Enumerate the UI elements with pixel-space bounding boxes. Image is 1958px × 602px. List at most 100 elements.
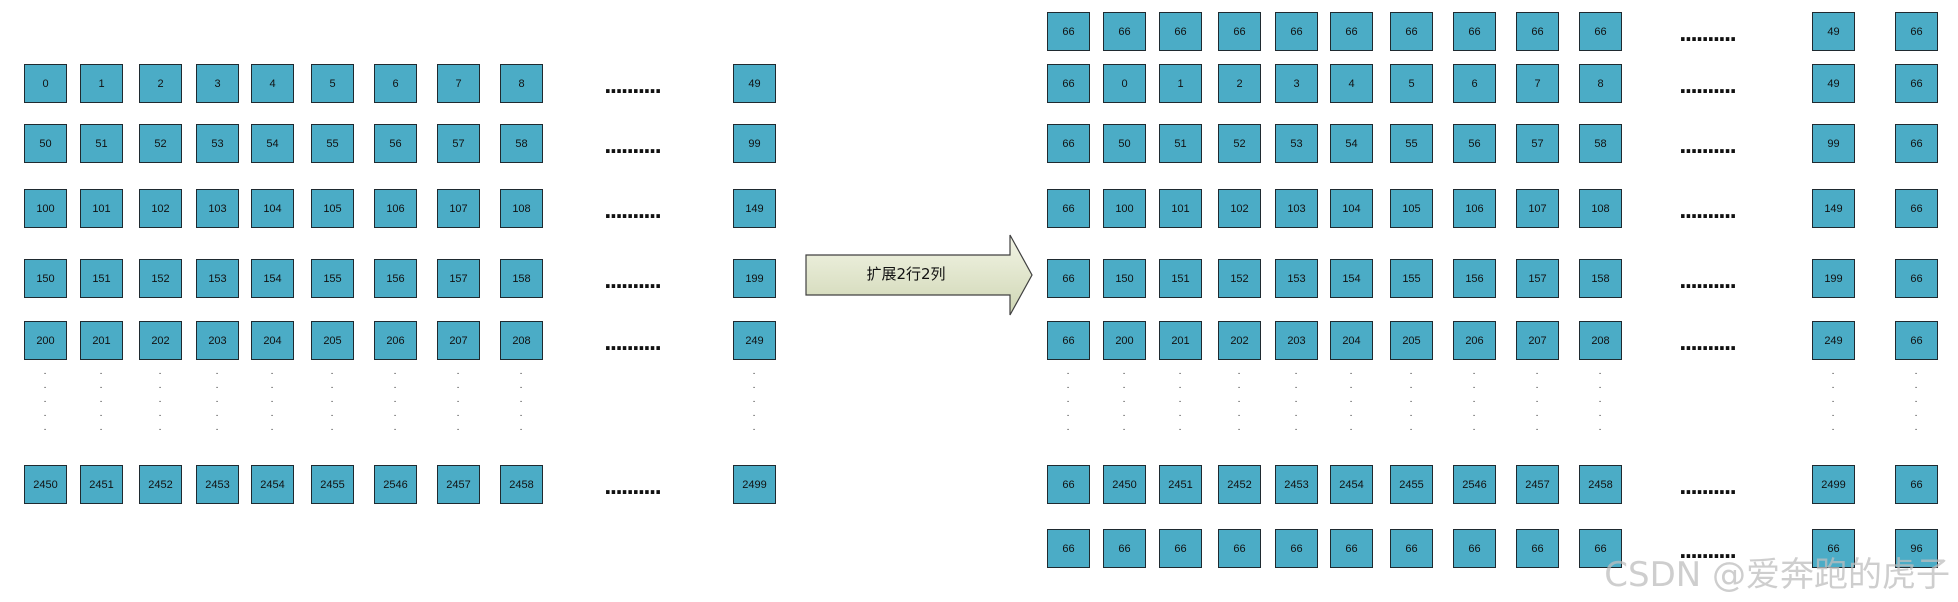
- vertical-ellipsis: .: [456, 395, 460, 405]
- vertical-ellipsis: .: [456, 381, 460, 391]
- vertical-ellipsis: .: [752, 381, 756, 391]
- vertical-ellipsis: .: [158, 409, 162, 419]
- grid-cell: 106: [1453, 189, 1496, 228]
- grid-cell: 2499: [733, 465, 776, 504]
- grid-cell: 50: [24, 124, 67, 163]
- grid-cell: 207: [437, 321, 480, 360]
- vertical-ellipsis: .: [393, 381, 397, 391]
- vertical-ellipsis: .: [1472, 381, 1476, 391]
- grid-cell: 4: [1330, 64, 1373, 103]
- vertical-ellipsis: .: [1178, 381, 1182, 391]
- vertical-ellipsis: .: [1472, 409, 1476, 419]
- vertical-ellipsis: .: [1598, 409, 1602, 419]
- grid-cell: 3: [196, 64, 239, 103]
- vertical-ellipsis: .: [215, 423, 219, 433]
- vertical-ellipsis: .: [1122, 367, 1126, 377]
- grid-cell: 100: [1103, 189, 1146, 228]
- vertical-ellipsis: .: [1535, 367, 1539, 377]
- grid-cell: 201: [80, 321, 123, 360]
- vertical-ellipsis: .: [1914, 423, 1918, 433]
- grid-cell: 204: [1330, 321, 1373, 360]
- grid-cell: 2458: [500, 465, 543, 504]
- vertical-ellipsis: .: [1472, 395, 1476, 405]
- grid-cell: 205: [311, 321, 354, 360]
- grid-cell: 2452: [139, 465, 182, 504]
- vertical-ellipsis: .: [43, 423, 47, 433]
- grid-cell: 66: [1895, 465, 1938, 504]
- grid-cell: 199: [1812, 259, 1855, 298]
- grid-cell: 3: [1275, 64, 1318, 103]
- vertical-ellipsis: .: [1409, 367, 1413, 377]
- vertical-ellipsis: .: [1294, 367, 1298, 377]
- grid-cell: 100: [24, 189, 67, 228]
- grid-cell: 151: [1159, 259, 1202, 298]
- grid-cell: 49: [1812, 64, 1855, 103]
- vertical-ellipsis: .: [43, 381, 47, 391]
- grid-cell: 103: [1275, 189, 1318, 228]
- grid-cell: 96: [1895, 529, 1938, 568]
- grid-cell: 66: [1895, 321, 1938, 360]
- vertical-ellipsis: .: [1237, 395, 1241, 405]
- vertical-ellipsis: .: [519, 409, 523, 419]
- vertical-ellipsis: .: [330, 409, 334, 419]
- vertical-ellipsis: .: [1535, 395, 1539, 405]
- grid-cell: 66: [1330, 12, 1373, 51]
- grid-cell: 2451: [1159, 465, 1202, 504]
- vertical-ellipsis: .: [1598, 395, 1602, 405]
- grid-cell: 53: [196, 124, 239, 163]
- horizontal-ellipsis: ..........: [1679, 138, 1737, 154]
- grid-cell: 199: [733, 259, 776, 298]
- vertical-ellipsis: .: [393, 409, 397, 419]
- grid-cell: 106: [374, 189, 417, 228]
- grid-cell: 66: [1390, 529, 1433, 568]
- grid-cell: 66: [1103, 529, 1146, 568]
- vertical-ellipsis: .: [1066, 381, 1070, 391]
- vertical-ellipsis: .: [330, 381, 334, 391]
- grid-cell: 157: [437, 259, 480, 298]
- vertical-ellipsis: .: [1914, 395, 1918, 405]
- grid-cell: 66: [1047, 259, 1090, 298]
- grid-cell: 203: [1275, 321, 1318, 360]
- grid-cell: 66: [1047, 189, 1090, 228]
- grid-cell: 6: [1453, 64, 1496, 103]
- grid-cell: 2453: [1275, 465, 1318, 504]
- grid-cell: 2: [1218, 64, 1261, 103]
- vertical-ellipsis: .: [158, 395, 162, 405]
- grid-cell: 66: [1516, 529, 1559, 568]
- grid-cell: 56: [374, 124, 417, 163]
- grid-cell: 66: [1579, 529, 1622, 568]
- grid-cell: 108: [1579, 189, 1622, 228]
- vertical-ellipsis: .: [1349, 367, 1353, 377]
- grid-cell: 101: [1159, 189, 1202, 228]
- vertical-ellipsis: .: [330, 395, 334, 405]
- horizontal-ellipsis: ..........: [604, 138, 662, 154]
- grid-cell: 51: [1159, 124, 1202, 163]
- grid-cell: 66: [1812, 529, 1855, 568]
- vertical-ellipsis: .: [1409, 395, 1413, 405]
- grid-cell: 66: [1516, 12, 1559, 51]
- vertical-ellipsis: .: [1066, 367, 1070, 377]
- horizontal-ellipsis: ..........: [604, 78, 662, 94]
- grid-cell: 107: [437, 189, 480, 228]
- grid-cell: 149: [1812, 189, 1855, 228]
- vertical-ellipsis: .: [1349, 409, 1353, 419]
- vertical-ellipsis: .: [1914, 381, 1918, 391]
- grid-cell: 66: [1218, 12, 1261, 51]
- grid-cell: 56: [1453, 124, 1496, 163]
- vertical-ellipsis: .: [1914, 409, 1918, 419]
- vertical-ellipsis: .: [270, 395, 274, 405]
- vertical-ellipsis: .: [43, 367, 47, 377]
- grid-cell: 102: [1218, 189, 1261, 228]
- grid-cell: 66: [1453, 529, 1496, 568]
- vertical-ellipsis: .: [1178, 409, 1182, 419]
- grid-cell: 2458: [1579, 465, 1622, 504]
- grid-cell: 58: [500, 124, 543, 163]
- grid-cell: 207: [1516, 321, 1559, 360]
- vertical-ellipsis: .: [1535, 423, 1539, 433]
- grid-cell: 202: [139, 321, 182, 360]
- grid-cell: 103: [196, 189, 239, 228]
- grid-cell: 57: [1516, 124, 1559, 163]
- vertical-ellipsis: .: [1122, 409, 1126, 419]
- grid-cell: 5: [311, 64, 354, 103]
- grid-cell: 55: [311, 124, 354, 163]
